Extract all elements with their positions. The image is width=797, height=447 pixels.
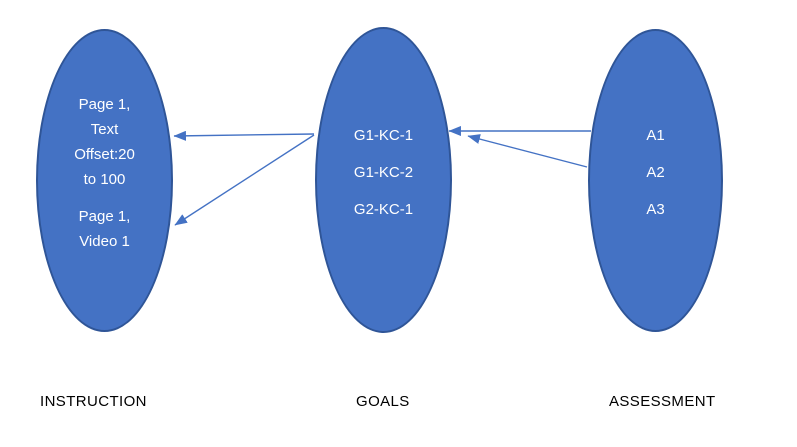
node-text-line: A3: [646, 201, 665, 218]
node-paragraph: A1: [646, 123, 664, 148]
node-paragraph: G1-KC-1: [354, 123, 413, 148]
node-assessment: A1 A2 A3: [588, 29, 723, 332]
node-paragraph: A2: [646, 160, 664, 185]
node-text-line: G1-KC-1: [353, 126, 414, 144]
node-text-line: Page 1,: [78, 207, 131, 225]
node-text-line: G1-KC-2: [353, 163, 414, 181]
arrow-goals-to-instruction-video: [174, 134, 315, 226]
node-text-line: G2-KC-1: [353, 200, 414, 218]
node-text-line: A1: [646, 127, 665, 144]
node-assessment-text: A1 A2 A3: [646, 123, 664, 222]
node-text-line: Video 1: [79, 232, 130, 250]
node-paragraph: A3: [646, 197, 664, 222]
node-paragraph: G1-KC-2: [354, 160, 413, 185]
node-paragraph: Page 1, Text Offset:20 to 100: [74, 92, 135, 192]
node-instruction-text: Page 1, Text Offset:20 to 100 Page 1, Vi…: [74, 92, 135, 254]
arrow-goals-to-instruction-text: [173, 130, 315, 141]
node-paragraph: Page 1, Video 1: [74, 204, 135, 254]
label-goals: GOALS: [356, 393, 410, 410]
node-text-line: A2: [646, 164, 665, 181]
arrow-assessment-a2-to-goals: [467, 134, 588, 168]
node-text-line: Offset:20: [74, 145, 135, 163]
label-assessment: ASSESSMENT: [609, 393, 716, 410]
node-text-line: Text: [90, 120, 119, 138]
node-paragraph: G2-KC-1: [354, 197, 413, 222]
node-text-line: Page 1,: [78, 95, 131, 113]
node-instruction: Page 1, Text Offset:20 to 100 Page 1, Vi…: [36, 29, 173, 332]
node-goals: G1-KC-1 G1-KC-2 G2-KC-1: [315, 27, 452, 333]
label-instruction: INSTRUCTION: [40, 393, 147, 410]
node-text-line: to 100: [83, 170, 126, 188]
node-goals-text: G1-KC-1 G1-KC-2 G2-KC-1: [354, 123, 413, 222]
